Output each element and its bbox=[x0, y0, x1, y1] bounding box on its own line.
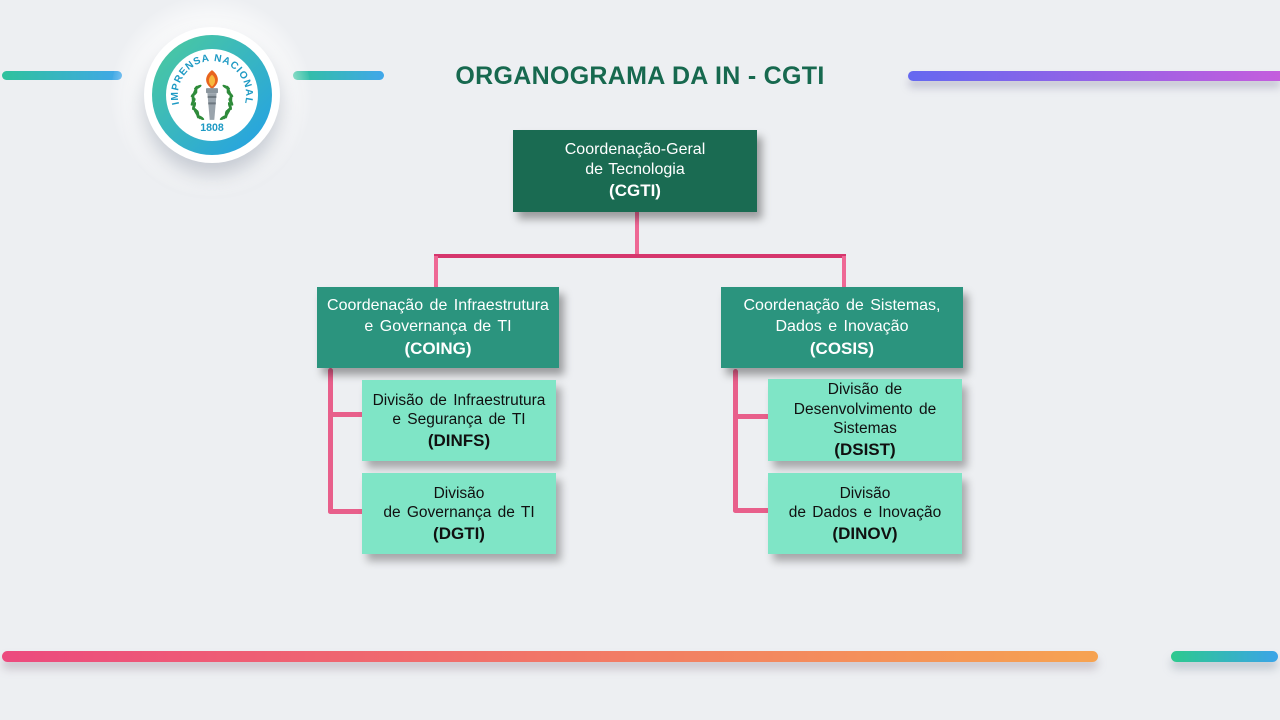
org-box-dgti: Divisão de Governança de TI (DGTI) bbox=[362, 473, 556, 554]
org-box-dsist: Divisão de Desenvolvimento de Sistemas (… bbox=[768, 379, 962, 461]
connector-branch0-stub0 bbox=[328, 412, 364, 417]
org-box-coing-name: Coordenação de Infraestrutura e Governan… bbox=[327, 297, 549, 335]
org-box-dinov: Divisão de Dados e Inovação (DINOV) bbox=[768, 473, 962, 554]
connector-branch1-stub1 bbox=[733, 508, 770, 513]
imprensa-nacional-logo: IMPRENSA NACIONAL 1808 bbox=[144, 27, 280, 163]
laurel-wreath-icon bbox=[190, 84, 234, 121]
org-box-dsist-acronym: (DSIST) bbox=[834, 439, 896, 459]
org-box-dgti-name: Divisão de Governança de TI bbox=[383, 484, 535, 522]
org-box-dinov-name: Divisão de Dados e Inovação bbox=[788, 484, 942, 522]
org-box-cosis-acronym: (COSIS) bbox=[809, 339, 875, 358]
org-box-dinfs-name: Divisão de Infraestrutura e Segurança de… bbox=[372, 391, 546, 429]
logo-emblem-svg: IMPRENSA NACIONAL 1808 bbox=[170, 53, 253, 134]
org-box-dinov-acronym: (DINOV) bbox=[832, 523, 898, 543]
org-box-coing: Coordenação de Infraestrutura e Governan… bbox=[317, 287, 559, 368]
connector-branch0-stub1 bbox=[328, 509, 365, 514]
org-box-coing-acronym: (COING) bbox=[404, 339, 472, 358]
org-box-cosis: Coordenação de Sistemas, Dados e Inovaçã… bbox=[721, 287, 963, 368]
connector-branch1-stub0 bbox=[733, 414, 770, 419]
org-box-cosis-name: Coordenação de Sistemas, Dados e Inovaçã… bbox=[743, 297, 941, 335]
decor-bar-bottom-right bbox=[1171, 651, 1278, 662]
org-box-dinfs-acronym: (DINFS) bbox=[427, 430, 491, 450]
org-box-cgti: Coordenação-Geral de Tecnologia (CGTI) bbox=[513, 130, 757, 212]
decor-bar-bottom bbox=[2, 651, 1098, 662]
connector-left-drop bbox=[434, 256, 438, 287]
logo-year: 1808 bbox=[200, 122, 224, 134]
org-box-cgti-name: Coordenação-Geral de Tecnologia bbox=[564, 141, 706, 178]
logo-ring: IMPRENSA NACIONAL 1808 bbox=[152, 35, 272, 155]
connector-root-drop bbox=[635, 212, 639, 256]
connector-horizontal bbox=[434, 254, 846, 258]
connector-branch0-vertical bbox=[328, 368, 333, 514]
org-box-cgti-acronym: (CGTI) bbox=[609, 181, 661, 200]
logo-emblem: IMPRENSA NACIONAL 1808 bbox=[166, 49, 258, 141]
decor-bar-top-left-1 bbox=[2, 71, 122, 80]
page-title: ORGANOGRAMA DA IN - CGTI bbox=[455, 62, 825, 90]
org-box-dsist-name: Divisão de Desenvolvimento de Sistemas bbox=[793, 381, 937, 438]
org-box-dgti-acronym: (DGTI) bbox=[433, 523, 485, 543]
connector-right-drop bbox=[842, 256, 846, 287]
torch-icon bbox=[206, 70, 218, 120]
org-box-dinfs: Divisão de Infraestrutura e Segurança de… bbox=[362, 380, 556, 461]
connector-branch1-vertical bbox=[733, 369, 738, 513]
decor-bar-top-right bbox=[908, 71, 1280, 81]
decor-bar-top-left-2 bbox=[293, 71, 384, 80]
